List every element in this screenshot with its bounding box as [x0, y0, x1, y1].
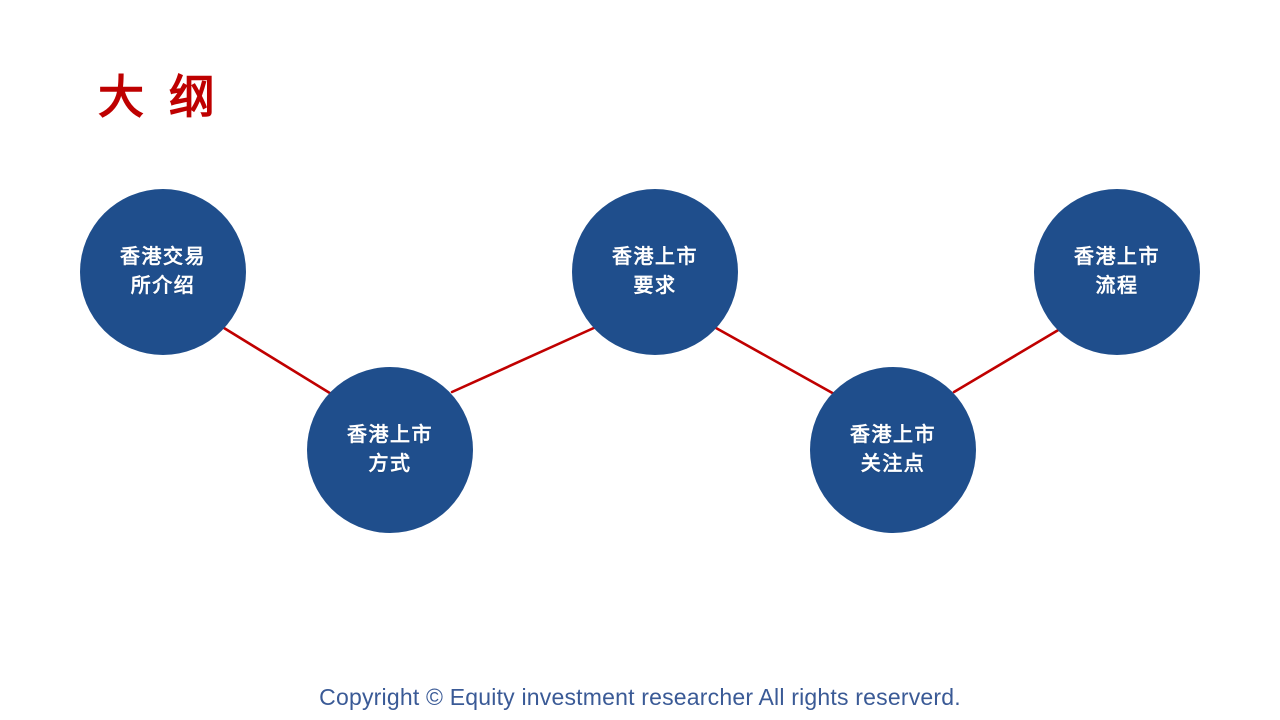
footer-copyright: Copyright © Equity investment researcher… [319, 684, 961, 710]
connector-node2-node3 [450, 325, 598, 394]
node-label-line2: 要求 [633, 275, 677, 297]
node-label-line2: 所介绍 [130, 275, 196, 297]
node-label-line1: 香港上市 [850, 424, 936, 446]
node-label-line2: 流程 [1095, 275, 1139, 297]
connector-node1-node2 [222, 326, 335, 397]
node-label-line1: 香港上市 [347, 424, 433, 446]
node-label-line1: 香港上市 [612, 246, 698, 268]
connector-node4-node5 [952, 327, 1062, 394]
node-label-line1: 香港交易 [120, 246, 206, 268]
diagram-node-listing-methods[interactable]: 香港上市 方式 [307, 367, 473, 533]
connector-node3-node4 [714, 326, 838, 397]
diagram-node-hkex-intro[interactable]: 香港交易 所介绍 [80, 189, 246, 355]
diagram-node-listing-process[interactable]: 香港上市 流程 [1034, 189, 1200, 355]
node-label-line2: 方式 [368, 453, 412, 475]
page-title: 大 纲 [98, 71, 221, 123]
diagram-node-listing-requirements[interactable]: 香港上市 要求 [572, 189, 738, 355]
diagram-node-listing-focus-points[interactable]: 香港上市 关注点 [810, 367, 976, 533]
node-label-line2: 关注点 [860, 453, 926, 475]
node-label-line1: 香港上市 [1074, 246, 1160, 268]
